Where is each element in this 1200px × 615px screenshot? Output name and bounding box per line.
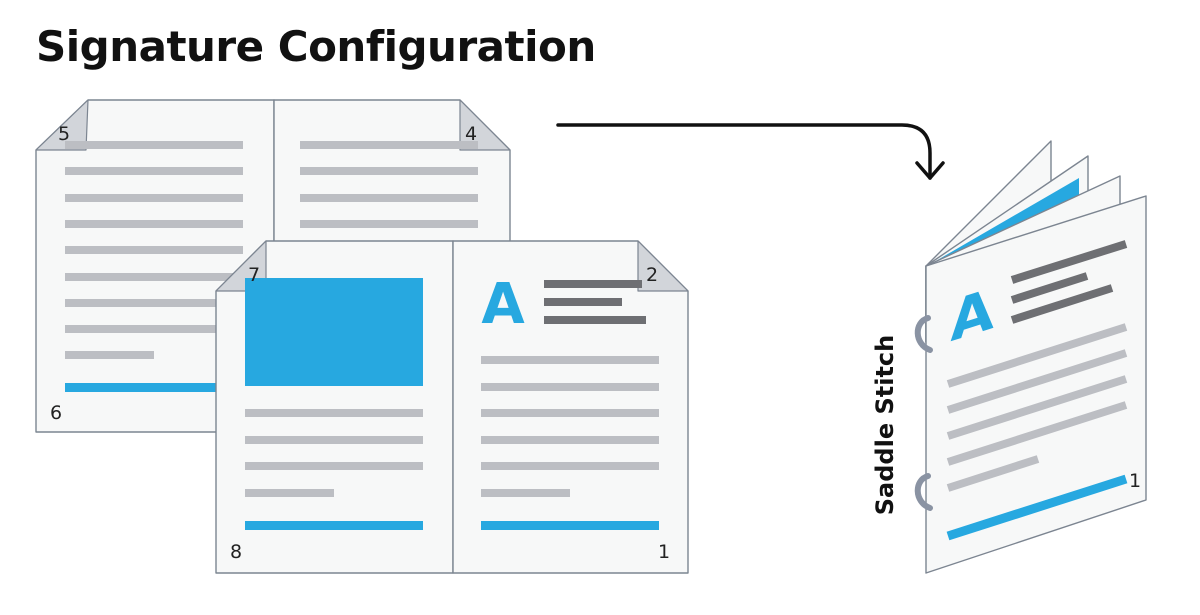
booklet-text-lines <box>946 323 1128 541</box>
front-right-heading-lines <box>544 280 646 324</box>
binding-label: Saddle Stitch <box>871 335 899 515</box>
image-placeholder-block <box>245 278 423 386</box>
page-number-1: 1 <box>658 541 670 563</box>
back-left-dogear <box>35 99 89 151</box>
back-left-text-lines <box>65 141 243 392</box>
page-number-7: 7 <box>248 264 260 286</box>
booklet-heading-letter-a: A <box>950 276 994 355</box>
front-right-text-lines <box>481 356 659 530</box>
back-right-dogear <box>459 99 511 151</box>
heading-letter-a: A <box>481 272 525 337</box>
front-right-dogear <box>637 240 689 292</box>
page-number-6: 6 <box>50 402 62 424</box>
front-spread: A 7 2 8 1 <box>215 240 689 574</box>
back-right-text-lines <box>300 141 478 228</box>
booklet-page-number-1: 1 <box>1129 470 1141 492</box>
saddle-stitched-booklet: A 1 <box>914 140 1147 574</box>
page-number-8: 8 <box>230 541 242 563</box>
back-spread: 5 4 6 <box>35 99 511 433</box>
front-left-text-lines <box>245 409 423 530</box>
page-number-4: 4 <box>465 123 477 145</box>
page-number-2: 2 <box>646 264 658 286</box>
booklet-heading-lines <box>1010 240 1128 324</box>
curved-arrow-icon <box>556 123 945 180</box>
staple-icon <box>914 315 933 511</box>
page-number-5: 5 <box>58 123 70 145</box>
diagram-title: Signature Configuration <box>36 22 596 71</box>
